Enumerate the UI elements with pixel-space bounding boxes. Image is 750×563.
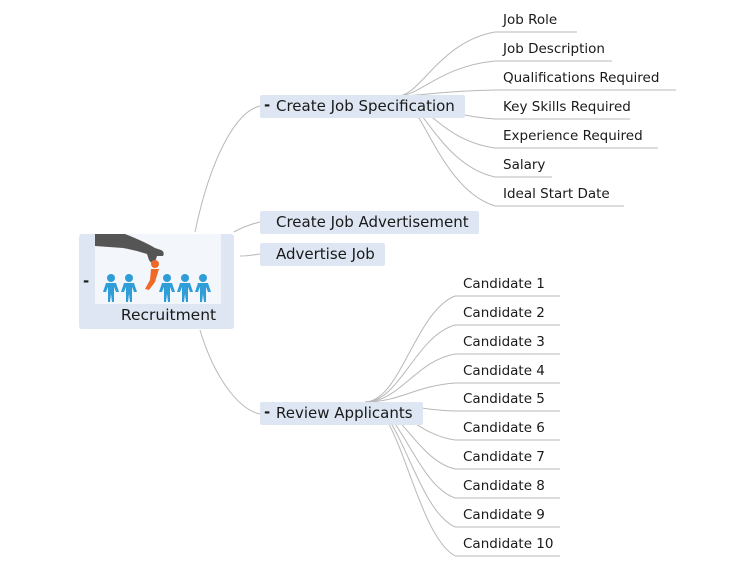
leaf-candidate-4[interactable]: Candidate 4 xyxy=(463,363,545,379)
collapse-toggle-review[interactable]: - xyxy=(264,403,271,421)
leaf-candidate-2[interactable]: Candidate 2 xyxy=(463,305,545,321)
leaf-job-description[interactable]: Job Description xyxy=(503,41,605,57)
branch-review-applicants[interactable]: - Review Applicants xyxy=(260,402,423,425)
leaf-ideal-start-date[interactable]: Ideal Start Date xyxy=(503,186,610,202)
leaf-candidate-9[interactable]: Candidate 9 xyxy=(463,507,545,523)
connector-root-advert xyxy=(233,221,261,233)
connector-root-review xyxy=(199,329,261,415)
branch-create-job-advertisement[interactable]: Create Job Advertisement xyxy=(260,211,479,234)
leaf-candidate-3[interactable]: Candidate 3 xyxy=(463,334,545,350)
branch-create-job-specification[interactable]: - Create Job Specification xyxy=(260,95,465,118)
connector-review-candidate-4 xyxy=(364,382,456,403)
leaf-candidate-6[interactable]: Candidate 6 xyxy=(463,420,545,436)
collapse-toggle-spec[interactable]: - xyxy=(264,96,271,114)
leaf-salary[interactable]: Salary xyxy=(503,157,546,173)
branch-label: Review Applicants xyxy=(276,404,413,422)
connector-review-candidate-10 xyxy=(364,401,456,557)
root-collapse-toggle[interactable]: - xyxy=(83,272,90,290)
connector-review-candidate-3 xyxy=(364,353,456,403)
branch-label: Advertise Job xyxy=(276,245,375,263)
connector-review-candidate-2 xyxy=(364,324,456,403)
branch-label: Create Job Advertisement xyxy=(276,213,469,231)
leaf-candidate-7[interactable]: Candidate 7 xyxy=(463,449,545,465)
branch-advertise-job[interactable]: Advertise Job xyxy=(260,243,385,266)
connector-spec-leaf-2 xyxy=(397,60,496,97)
connector-root-spec xyxy=(194,105,261,233)
root-label: Recruitment xyxy=(120,306,217,324)
leaf-qualifications-required[interactable]: Qualifications Required xyxy=(503,70,660,86)
leaf-experience-required[interactable]: Experience Required xyxy=(503,128,643,144)
root-node-recruitment[interactable]: - Recruitment xyxy=(79,234,234,329)
connector-spec-leaf-1 xyxy=(397,31,496,97)
connector-review-candidate-1 xyxy=(364,295,456,403)
leaf-candidate-1[interactable]: Candidate 1 xyxy=(463,276,545,292)
leaf-job-role[interactable]: Job Role xyxy=(503,12,558,28)
leaf-candidate-8[interactable]: Candidate 8 xyxy=(463,478,545,494)
branch-label: Create Job Specification xyxy=(276,97,455,115)
leaf-candidate-10[interactable]: Candidate 10 xyxy=(463,536,554,552)
leaf-key-skills-required[interactable]: Key Skills Required xyxy=(503,99,631,115)
connector-root-advertise xyxy=(239,253,261,257)
leaf-candidate-5[interactable]: Candidate 5 xyxy=(463,391,545,407)
recruitment-icon xyxy=(95,234,221,304)
